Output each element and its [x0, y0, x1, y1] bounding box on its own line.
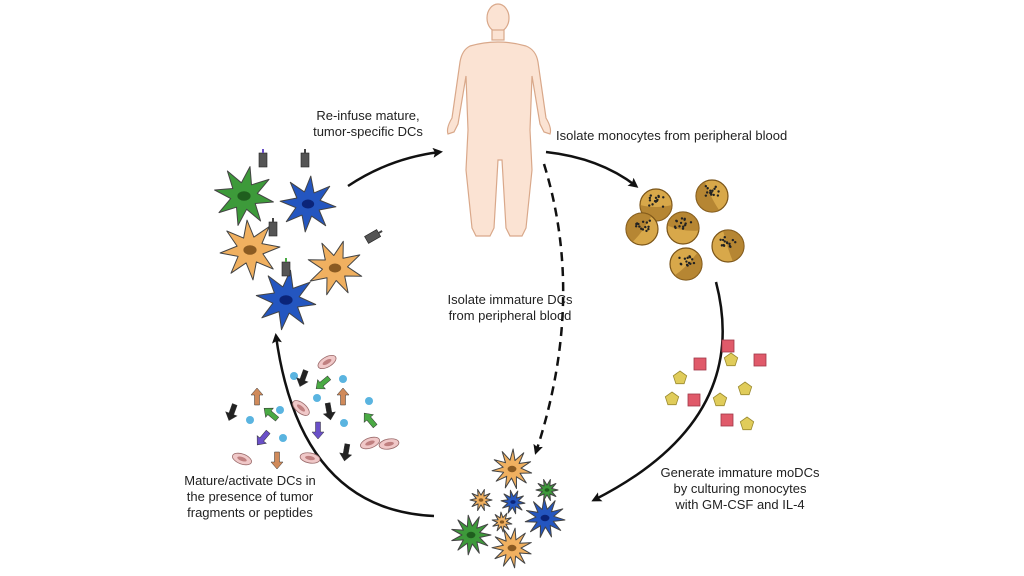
label-isolate-monocytes: Isolate monocytes from peripheral blood: [556, 128, 788, 143]
arrow-mature: [272, 333, 435, 518]
dendritic-cell-icon: [535, 479, 559, 501]
antigen-dot-icon: [340, 419, 348, 427]
peptide-icon: [311, 421, 325, 440]
peptide-icon: [256, 429, 271, 446]
peptide-icon: [270, 451, 284, 470]
monocyte-cluster: [625, 179, 745, 281]
dendritic-cell-icon: [219, 218, 281, 281]
peptide-icon: [296, 369, 309, 387]
tumor-fragment-icon: [299, 452, 321, 464]
dendritic-cell-icon: [491, 448, 533, 489]
peptide-icon: [363, 412, 378, 429]
tumor-fragment-icon: [378, 438, 400, 450]
antigen-dot-icon: [365, 397, 373, 405]
monocyte-cell-icon: [625, 212, 659, 246]
antigen-dot-icon: [313, 394, 321, 402]
antigen-dot-icon: [339, 375, 347, 383]
arrow-generate: [591, 281, 724, 502]
tumor-fragment-icon: [360, 436, 380, 450]
mhc-receptor-icon: [268, 218, 278, 237]
cytokine-square-icon: [687, 393, 701, 407]
cytokine-pentagon-icon: [672, 370, 688, 385]
peptide-icon: [336, 387, 350, 406]
cytokine-pentagon-icon: [664, 391, 680, 406]
label-mature: Mature/activate DCs in the presence of t…: [184, 473, 316, 520]
peptide-icon: [263, 407, 280, 422]
human-body-icon: [446, 3, 552, 237]
arrow-isolate-immature-dashed: [533, 163, 565, 455]
dendritic-cell-icon: [255, 258, 317, 331]
monocyte-cell-icon: [669, 247, 703, 281]
dendritic-cell-icon: [307, 229, 383, 296]
mhc-receptor-icon: [281, 258, 291, 277]
cytokine-square-icon: [721, 339, 735, 353]
dendritic-cell-icon: [491, 511, 513, 533]
peptide-icon: [315, 375, 332, 390]
antigen-dot-icon: [276, 406, 284, 414]
label-reinfuse: Re-infuse mature, tumor-specific DCs: [313, 108, 423, 139]
tumor-fragment-icon: [292, 400, 310, 416]
peptide-icon: [250, 387, 264, 406]
peptide-icon: [339, 443, 353, 462]
peptide-icon: [225, 403, 238, 421]
mature-dc-cluster: [214, 149, 383, 331]
dendritic-cell-icon: [491, 527, 532, 569]
cytokine-pentagon-icon: [737, 381, 753, 396]
mhc-receptor-icon: [300, 149, 310, 168]
cytokine-pentagon-icon: [723, 352, 739, 367]
cytokine-cluster: [664, 339, 767, 431]
antigen-dot-icon: [279, 434, 287, 442]
cytokine-square-icon: [753, 353, 767, 367]
arrow-reinfuse: [347, 147, 443, 188]
label-generate: Generate immature moDCs by culturing mon…: [660, 465, 820, 512]
antigen-dot-icon: [290, 372, 298, 380]
cytokine-pentagon-icon: [739, 416, 755, 431]
tumor-fragment-icon: [232, 452, 252, 466]
mhc-receptor-icon: [364, 229, 383, 244]
monocyte-cell-icon: [666, 211, 700, 245]
tumor-fragment-cluster: [225, 354, 400, 470]
arrow-isolate-monocytes: [545, 150, 639, 188]
dendritic-cell-icon: [524, 497, 566, 538]
monocyte-cell-icon: [695, 179, 729, 213]
dendritic-cell-icon: [451, 514, 492, 556]
monocyte-cell-icon: [711, 229, 745, 263]
label-isolate-immature: Isolate immature DCs from peripheral blo…: [447, 292, 573, 323]
mhc-receptor-icon: [258, 149, 268, 168]
dendritic-cell-icon: [214, 149, 274, 226]
dendritic-cell-icon: [500, 489, 526, 515]
dendritic-cell-icon: [279, 149, 337, 233]
immature-dc-cluster: [451, 448, 566, 569]
cytokine-square-icon: [693, 357, 707, 371]
peptide-icon: [322, 402, 336, 421]
antigen-dot-icon: [246, 416, 254, 424]
dendritic-cell-icon: [469, 489, 493, 511]
tumor-fragment-icon: [317, 354, 337, 370]
cytokine-square-icon: [720, 413, 734, 427]
cytokine-pentagon-icon: [712, 392, 728, 407]
